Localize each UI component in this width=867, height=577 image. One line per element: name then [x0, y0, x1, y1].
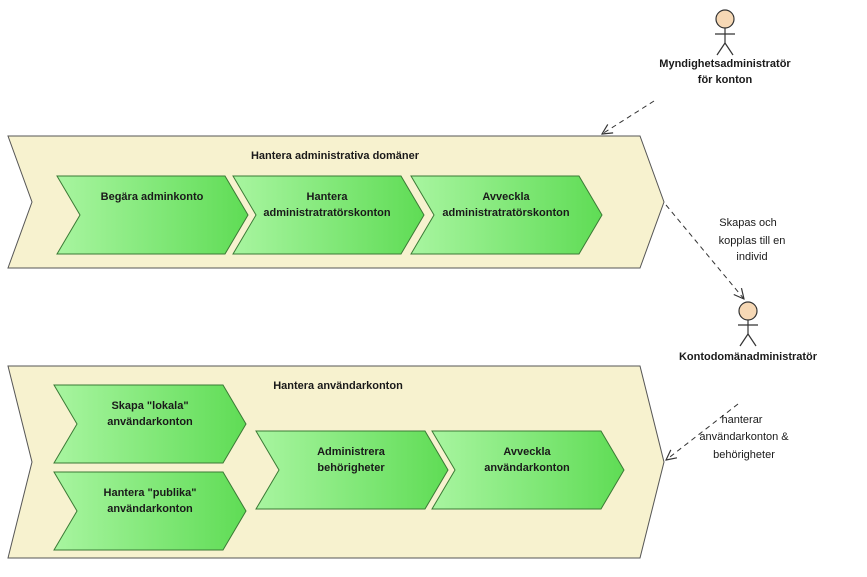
process-label-line1: Skapa "lokala"	[111, 400, 188, 412]
connector-label-line2: kopplas till en	[719, 235, 786, 247]
actor-myndighetsadministrator[interactable]: Myndighetsadministratör för konton	[659, 9, 791, 86]
process-label-line2: användarkonton	[107, 416, 193, 428]
connector-actor1-to-container1[interactable]	[602, 100, 655, 134]
dashed-arrow	[665, 204, 744, 299]
actor-kontodomanadministrator[interactable]: Kontodomänadministratör	[679, 301, 818, 363]
process-label-line1: Administrera	[317, 446, 386, 458]
process-label-line2: användarkonton	[484, 462, 570, 474]
process-label-line2: behörigheter	[317, 462, 385, 474]
process-label-line1: Hantera	[307, 191, 349, 203]
connector-actor2-to-container2[interactable]: hanterar användarkonton & behörigheter	[666, 403, 789, 461]
dashed-arrow	[602, 100, 655, 134]
process-skapa-lokala-anvandarkonton[interactable]: Skapa "lokala" användarkonton	[53, 384, 247, 464]
process-label-line2: användarkonton	[107, 503, 193, 515]
process-avveckla-anvandarkonton[interactable]: Avveckla användarkonton	[431, 430, 625, 510]
dashed-arrow	[666, 403, 739, 460]
process-shape	[53, 471, 247, 551]
connector-label-line1: Skapas och	[719, 217, 776, 229]
connector-label-line3: individ	[736, 251, 767, 263]
process-label-line1: Hantera "publika"	[104, 487, 197, 499]
stick-figure-icon	[738, 301, 758, 347]
process-shape	[255, 430, 449, 510]
actor-name-line2: för konton	[698, 74, 753, 86]
process-shape	[53, 384, 247, 464]
actor-name-line1: Myndighetsadministratör	[659, 58, 791, 70]
process-administrera-behorigheter[interactable]: Administrera behörigheter	[255, 430, 449, 510]
process-label-line2: administratratörskonton	[263, 207, 390, 219]
process-label-line1: Avveckla	[482, 191, 530, 203]
container-title: Hantera administrativa domäner	[251, 150, 420, 162]
process-hantera-administratorskonton[interactable]: Hantera administratratörskonton	[232, 175, 425, 255]
process-label-line1: Avveckla	[503, 446, 551, 458]
container-hantera-administrativa-domaner: Hantera administrativa domäner Begära ad…	[7, 135, 665, 269]
actor-name: Kontodomänadministratör	[679, 351, 818, 363]
process-label: Begära adminkonto	[101, 191, 204, 203]
connector-label-line2: användarkonton &	[699, 431, 789, 443]
process-label-line2: administratratörskonton	[442, 207, 569, 219]
connector-label-line3: behörigheter	[713, 449, 775, 461]
container-hantera-anvandarkonton: Hantera användarkonton Skapa "lokala" an…	[7, 365, 665, 559]
stick-figure-icon	[715, 9, 735, 56]
connector-label-line1: hanterar	[722, 414, 763, 426]
process-begara-adminkonto[interactable]: Begära adminkonto	[56, 175, 249, 255]
container-title: Hantera användarkonton	[273, 380, 403, 392]
process-hantera-publika-anvandarkonton[interactable]: Hantera "publika" användarkonton	[53, 471, 247, 551]
process-avveckla-administratorskonton[interactable]: Avveckla administratratörskonton	[410, 175, 603, 255]
connector-container1-to-actor2[interactable]: Skapas och kopplas till en individ	[665, 204, 786, 299]
process-shape	[431, 430, 625, 510]
process-shape	[410, 175, 603, 255]
process-shape	[56, 175, 249, 255]
process-shape	[232, 175, 425, 255]
